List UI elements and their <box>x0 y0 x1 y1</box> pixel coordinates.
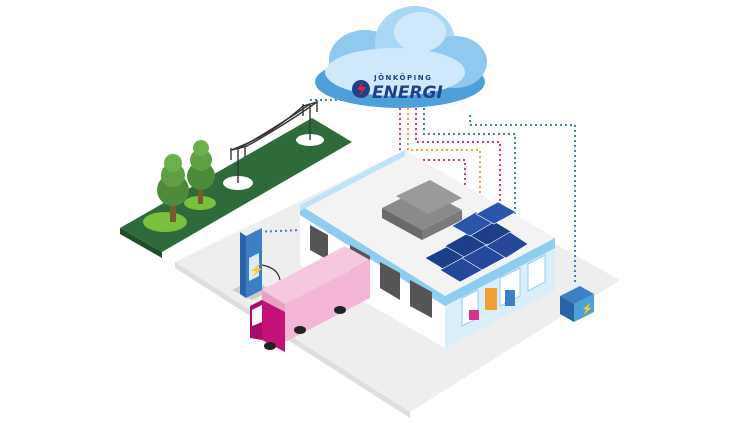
cloud <box>315 6 487 108</box>
charging-station: ⚡ <box>232 228 281 300</box>
solar-panels <box>424 201 529 283</box>
battery-storage: ⚡ <box>560 286 594 322</box>
tree-left <box>157 154 189 222</box>
svg-text:⚡: ⚡ <box>581 302 593 315</box>
svg-text:⚡: ⚡ <box>249 263 264 277</box>
roof-equipment <box>382 180 462 240</box>
power-line <box>230 100 318 183</box>
indoor-equipment <box>469 288 515 320</box>
tree-right <box>187 140 215 204</box>
logo-line2: ENERGI <box>372 83 443 103</box>
logo-line1: JÖNKÖPING <box>373 73 432 82</box>
jonkoping-energi-logo: JÖNKÖPING ENERGI <box>352 73 443 103</box>
truck <box>250 246 370 352</box>
